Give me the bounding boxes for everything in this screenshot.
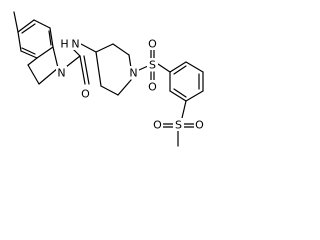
bond-line xyxy=(49,27,54,48)
bond-line xyxy=(48,30,52,46)
atom-n-amide: N xyxy=(71,38,79,51)
bond-line xyxy=(65,55,81,68)
bond-line xyxy=(100,85,119,96)
bond-line xyxy=(169,90,187,102)
atom-o-sulfonamide-top: O xyxy=(148,38,157,51)
bond-line xyxy=(95,51,102,87)
bond-line xyxy=(185,90,204,102)
atom-labels: N O H N N S O O S O O xyxy=(56,37,205,132)
bond-line xyxy=(33,19,51,29)
bond-lines xyxy=(13,11,204,147)
bond-line xyxy=(95,43,114,53)
atom-h-amide: H xyxy=(60,38,68,51)
atom-s-sulfone: S xyxy=(175,119,182,132)
bond-line xyxy=(112,43,130,56)
bond-line xyxy=(27,57,38,66)
bond-line xyxy=(17,31,22,52)
atom-n-piperidine: N xyxy=(129,67,137,80)
bond-line xyxy=(52,46,59,69)
bond-line xyxy=(185,61,204,73)
atom-s-sulfonamide: S xyxy=(149,59,156,72)
bond-line xyxy=(138,65,149,71)
bond-line xyxy=(117,79,132,96)
bond-line xyxy=(173,88,187,98)
atom-o-sulfone-right: O xyxy=(195,119,204,132)
bond-line xyxy=(13,11,19,33)
bond-line xyxy=(128,54,132,69)
bond-line xyxy=(36,46,54,59)
atom-o-sulfone-left: O xyxy=(153,119,162,132)
bond-line xyxy=(157,63,171,73)
bond-line xyxy=(80,43,97,53)
atom-o-carbonyl: O xyxy=(81,88,90,101)
bond-line xyxy=(173,65,187,75)
bond-line xyxy=(21,47,36,55)
atom-o-sulfonamide-bottom: O xyxy=(148,81,157,94)
bond-line xyxy=(38,67,59,85)
bond-line xyxy=(17,19,35,33)
bond-line xyxy=(169,61,187,73)
bond-line xyxy=(181,100,187,119)
bond-line xyxy=(83,55,90,85)
molecule-structure-diagram: N O H N N S O O S O O xyxy=(13,11,205,147)
bond-line xyxy=(21,23,36,34)
bond-line xyxy=(27,64,40,85)
bond-line xyxy=(79,55,86,85)
atom-n-indoline: N xyxy=(57,67,65,80)
bond-line xyxy=(20,50,38,59)
